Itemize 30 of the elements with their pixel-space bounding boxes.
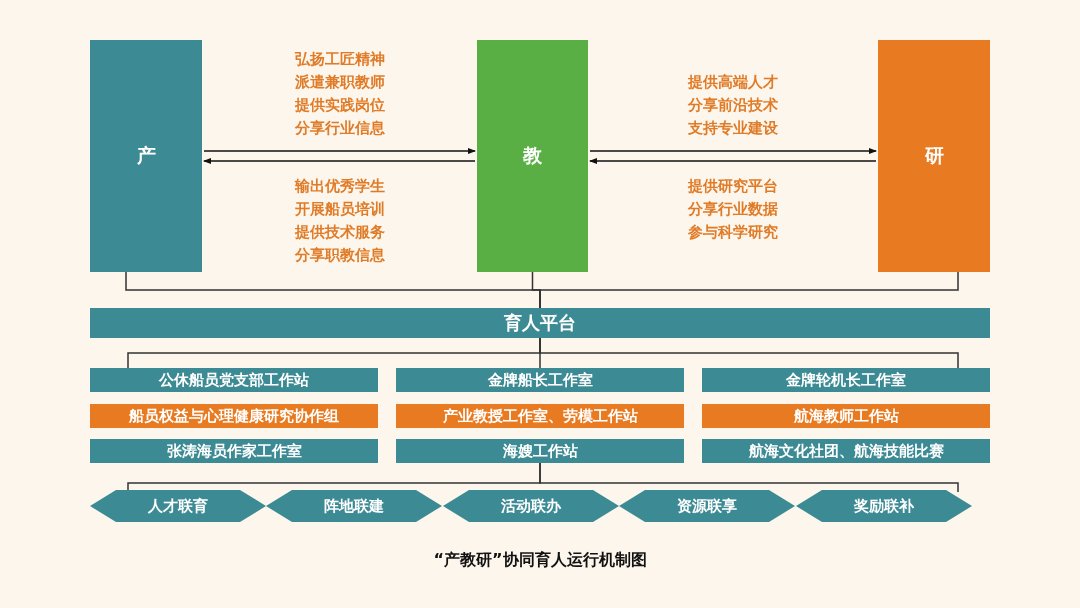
platform-bar: 育人平台 [90,308,990,338]
edge-label: 提供研究平台分享行业数据参与科学研究 [687,176,779,243]
workstation-box: 航海教师工作站 [702,404,990,428]
arrow [203,148,476,154]
caption: “产教研”协同育人运行机制图 [432,550,648,571]
workstation-box: 金牌轮机长工作室 [702,368,990,392]
workstation-box: 航海文化社团、航海技能比赛 [702,439,990,463]
pillar-box: 产 [90,40,202,272]
workstation-box: 张涛海员作家工作室 [90,439,378,463]
pillar-box: 教 [477,40,588,272]
hexagon-band: 资源联享 [619,490,796,522]
workstation-box: 公休船员党支部工作站 [90,368,378,392]
arrow [203,158,476,164]
pillar-box: 研 [878,40,990,272]
workstation-box: 金牌船长工作室 [396,368,684,392]
workstation-box: 产业教授工作室、劳模工作站 [396,404,684,428]
workstation-box: 船员权益与心理健康研究协作组 [90,404,378,428]
edge-label: 弘扬工匠精神派遣兼职教师提供实践岗位分享行业信息 [293,49,386,139]
connector-line [539,337,959,369]
hexagon-band: 奖励联补 [795,490,972,522]
hexagon-band: 活动联办 [442,490,619,522]
arrow [589,158,877,164]
edge-label: 提供高端人才分享前沿技术支持专业建设 [687,72,779,139]
connector-line [539,271,959,309]
workstation-box: 海嫂工作站 [396,439,684,463]
connector-line [539,462,959,493]
hexagon-band: 阵地联建 [266,490,443,522]
arrow [589,148,877,154]
hexagon-band: 人才联育 [90,490,266,522]
edge-label: 输出优秀学生开展船员培训提供技术服务分享职教信息 [293,176,386,266]
